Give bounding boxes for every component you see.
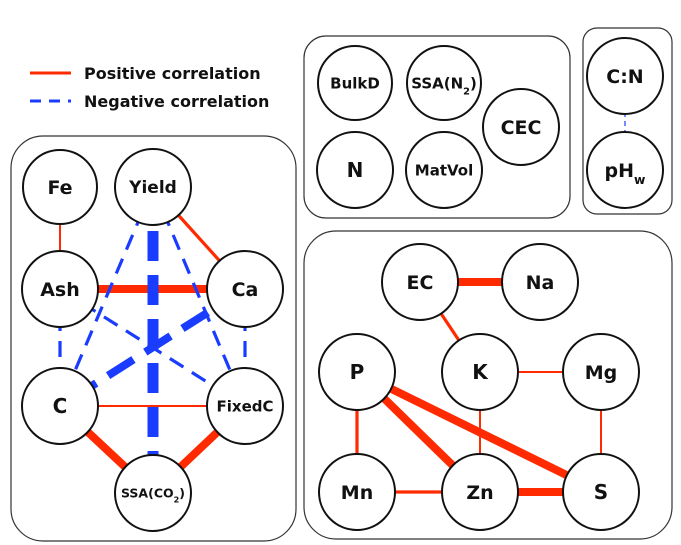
node-label: FixedC (217, 397, 274, 415)
node-label: S (594, 480, 608, 504)
node-matvol: MatVol (405, 131, 483, 209)
node-label: Ash (40, 279, 80, 301)
node-circle (381, 243, 459, 321)
node-circle (586, 131, 664, 209)
node-label: P (350, 360, 365, 384)
node-label: Ca (232, 279, 259, 301)
legend-negative-label: Negative correlation (84, 92, 269, 111)
node-s: S (562, 453, 640, 531)
node-label: Mn (341, 482, 373, 504)
node-label: EC (407, 272, 434, 294)
node-circle (441, 453, 519, 531)
node-circle (317, 45, 393, 121)
node-phw: pHw (586, 131, 664, 209)
node-circle (318, 333, 396, 411)
node-circle (22, 149, 98, 225)
panel-bottom-right-frame (303, 230, 673, 540)
edge-p-s (355, 368, 603, 496)
node-fixedc: FixedC (206, 367, 284, 445)
node-circle (318, 453, 396, 531)
node-label: SSA(N2) (411, 74, 477, 97)
node-circle (482, 88, 560, 166)
node-circle (114, 454, 192, 532)
node-label: CEC (501, 117, 542, 139)
legend: Positive correlation Negative correlatio… (30, 64, 269, 111)
node-ash: Ash (21, 250, 99, 328)
node-label: N (347, 158, 364, 182)
panel-top-middle-frame (303, 35, 571, 219)
node-circle (562, 333, 640, 411)
node-bulkd: BulkD (317, 45, 393, 121)
node-ssaco2: SSA(CO2) (114, 454, 192, 532)
node-label: Fe (47, 177, 72, 199)
node-circle (206, 367, 284, 445)
node-label: Zn (466, 482, 493, 504)
node-c: C (21, 367, 99, 445)
node-circle (21, 367, 99, 445)
legend-positive-label: Positive correlation (84, 64, 261, 83)
node-circle (586, 37, 664, 115)
node-circle (316, 131, 394, 209)
panel-left-frame (10, 135, 297, 542)
node-label: C:N (606, 66, 643, 88)
node-cn: C:N (586, 37, 664, 115)
node-ssan2: SSA(N2) (406, 45, 482, 121)
node-circle (562, 453, 640, 531)
node-na: Na (501, 243, 579, 321)
panel-top-right-frame (582, 27, 673, 215)
node-yield: Yield (114, 148, 192, 226)
node-circle (114, 148, 192, 226)
node-ca: Ca (206, 250, 284, 328)
node-circle (21, 250, 99, 328)
node-label: pHw (605, 160, 646, 187)
node-zn: Zn (441, 453, 519, 531)
node-circle (441, 333, 519, 411)
node-label: Na (526, 272, 555, 294)
node-n: N (316, 131, 394, 209)
node-label: Mg (585, 362, 618, 384)
node-circle (206, 250, 284, 328)
node-fe: Fe (22, 149, 98, 225)
node-label: C (53, 394, 68, 418)
node-circle (405, 131, 483, 209)
node-p: P (318, 333, 396, 411)
node-label: Yield (128, 178, 177, 198)
node-mn: Mn (318, 453, 396, 531)
node-label: SSA(CO2) (121, 486, 185, 505)
node-circle (406, 45, 482, 121)
node-ec: EC (381, 243, 459, 321)
node-label: BulkD (330, 74, 380, 92)
node-label: MatVol (415, 161, 473, 179)
node-label: K (472, 360, 489, 384)
node-circle (501, 243, 579, 321)
node-cec: CEC (482, 88, 560, 166)
node-k: K (441, 333, 519, 411)
edge-yield-fixedc (151, 186, 247, 407)
edge-yield-c (58, 186, 155, 407)
node-mg: Mg (562, 333, 640, 411)
